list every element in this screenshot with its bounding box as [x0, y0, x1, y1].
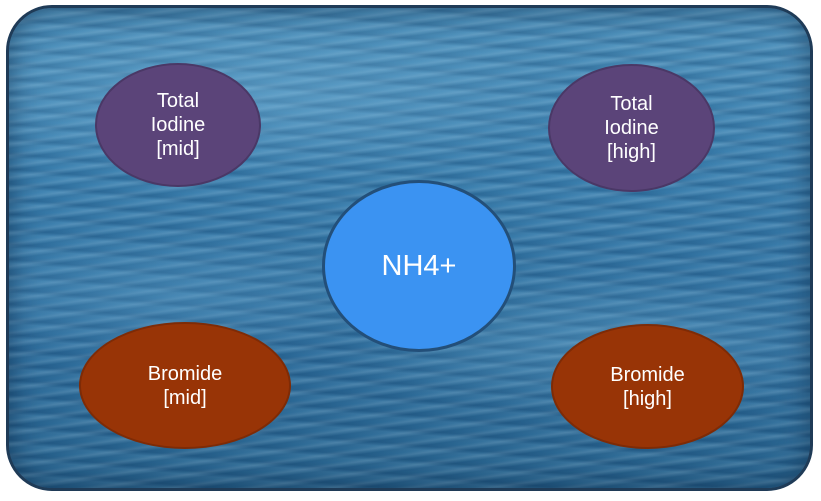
node-total-iodine-mid: Total Iodine [mid] [95, 63, 261, 187]
node-total-iodine-high-label: Total Iodine [high] [604, 93, 659, 163]
node-bromide-high: Bromide [high] [551, 324, 744, 449]
node-nh4-label: NH4+ [381, 249, 457, 282]
node-bromide-mid: Bromide [mid] [79, 322, 291, 449]
node-total-iodine-high: Total Iodine [high] [548, 64, 715, 192]
node-bromide-high-label: Bromide [high] [610, 363, 685, 410]
node-bromide-mid-label: Bromide [mid] [147, 362, 223, 409]
ocean-background-panel: Total Iodine [mid] Total Iodine [high] N… [6, 5, 813, 491]
node-nh4-center: NH4+ [322, 180, 516, 352]
node-total-iodine-mid-label: Total Iodine [mid] [150, 90, 206, 160]
